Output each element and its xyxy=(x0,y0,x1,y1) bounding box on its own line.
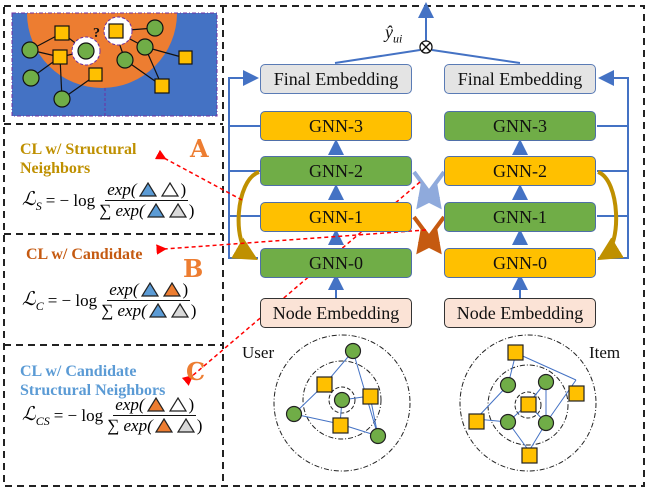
item-skip-curve-arrow xyxy=(596,170,624,261)
loss-symbol: ℒCS xyxy=(22,403,50,428)
loss-numerator: exp() xyxy=(113,395,197,416)
output-symbol: ŷ xyxy=(385,22,393,42)
pointer-a xyxy=(154,149,243,201)
section-b-title-line-1: CL w/ Candidate xyxy=(26,246,143,263)
loss-symbol: ℒS xyxy=(22,188,42,213)
section-a-title-line-2: Neighbors xyxy=(20,160,91,177)
loss-equals-log: = − log xyxy=(45,190,96,210)
cross-layer-arrows xyxy=(412,170,446,255)
item-node-embedding: Node Embedding xyxy=(444,298,596,328)
question-mark: ? xyxy=(93,26,100,41)
loss-numerator: exp() xyxy=(107,280,191,301)
gray-triangle-icon xyxy=(176,417,195,433)
loss-denominator: ∑ exp() xyxy=(99,201,195,220)
loss-fraction: exp() ∑ exp() xyxy=(99,180,194,221)
section-a-letter: A xyxy=(190,134,209,163)
layer-arrows xyxy=(328,139,528,298)
section-c-title: CL w/ Candidate Structural Neighbors xyxy=(20,362,165,400)
item-graph-label: Item xyxy=(589,343,621,362)
gray-triangle-icon xyxy=(170,302,189,318)
user-final-connector xyxy=(334,49,421,64)
user-graph xyxy=(273,334,411,472)
thumbnail-border xyxy=(11,12,218,117)
output-label: ŷui xyxy=(385,22,402,47)
user-graph-label: User xyxy=(242,343,275,362)
user-gnn-2: GNN-2 xyxy=(260,156,412,186)
section-a-title: CL w/ Structural Neighbors xyxy=(20,140,136,178)
loss-fraction: exp() ∑ exp() xyxy=(107,395,202,436)
loss-equals-log: = − log xyxy=(47,290,98,310)
white-triangle-icon xyxy=(168,396,187,412)
section-b-letter: B xyxy=(183,254,204,283)
blue-triangle-icon xyxy=(148,302,167,318)
orange-triangle-icon xyxy=(162,281,181,297)
panel-frames xyxy=(3,5,645,487)
user-gnn-0: GNN-0 xyxy=(260,248,412,278)
outer-frame xyxy=(3,5,645,487)
gray-triangle-icon xyxy=(168,202,187,218)
item-gnn-3: GNN-3 xyxy=(444,111,596,141)
item-graph xyxy=(459,334,597,472)
user-skip-curve-arrow xyxy=(231,170,260,261)
thumbnail-user-nodes xyxy=(21,19,164,108)
section-c-letter: C xyxy=(186,357,206,386)
cross-arrow-item-to-user-l1 xyxy=(416,215,446,255)
white-triangle-icon xyxy=(160,181,179,197)
loss-formula-c: ℒCS = − log exp() ∑ exp() xyxy=(22,395,202,436)
user-final-embedding: Final Embedding xyxy=(260,64,412,94)
section-c-title-line-1: CL w/ Candidate xyxy=(20,363,137,380)
section-c-title-line-2: Structural Neighbors xyxy=(20,382,166,399)
loss-formula-a: ℒS = − log exp() ∑ exp() xyxy=(22,180,194,221)
loss-numerator: exp() xyxy=(105,180,189,201)
loss-formula-b: ℒC = − log exp() ∑ exp() xyxy=(22,280,196,321)
user-node-embedding: Node Embedding xyxy=(260,298,412,328)
section-b-title: CL w/ Candidate xyxy=(26,245,142,264)
pointer-b xyxy=(156,229,427,255)
blue-triangle-icon xyxy=(138,181,157,197)
output-subscript: ui xyxy=(393,31,403,46)
graph-thumbnail: ? xyxy=(11,12,218,117)
item-gnn-1: GNN-1 xyxy=(444,202,596,232)
thumbnail-item-nodes xyxy=(52,23,193,94)
item-skip-connections xyxy=(597,70,629,259)
cross-arrow-item-to-user-l2 xyxy=(416,170,446,210)
item-final-embedding: Final Embedding xyxy=(444,64,596,94)
blue-triangle-icon xyxy=(140,281,159,297)
section-a-title-line-1: CL w/ Structural xyxy=(20,141,137,158)
user-skip-connections xyxy=(228,70,260,259)
user-gnn-1: GNN-1 xyxy=(260,202,412,232)
blue-triangle-icon xyxy=(146,202,165,218)
item-gnn-0: GNN-0 xyxy=(444,248,596,278)
loss-symbol: ℒC xyxy=(22,288,44,313)
item-final-connector xyxy=(431,49,521,64)
loss-denominator: ∑ exp() xyxy=(101,301,197,320)
user-gnn-3: GNN-3 xyxy=(260,111,412,141)
item-gnn-2: GNN-2 xyxy=(444,156,596,186)
orange-triangle-icon xyxy=(154,417,173,433)
loss-fraction: exp() ∑ exp() xyxy=(101,280,196,321)
loss-equals-log: = − log xyxy=(53,405,104,425)
loss-denominator: ∑ exp() xyxy=(107,416,203,435)
orange-triangle-icon xyxy=(146,396,165,412)
